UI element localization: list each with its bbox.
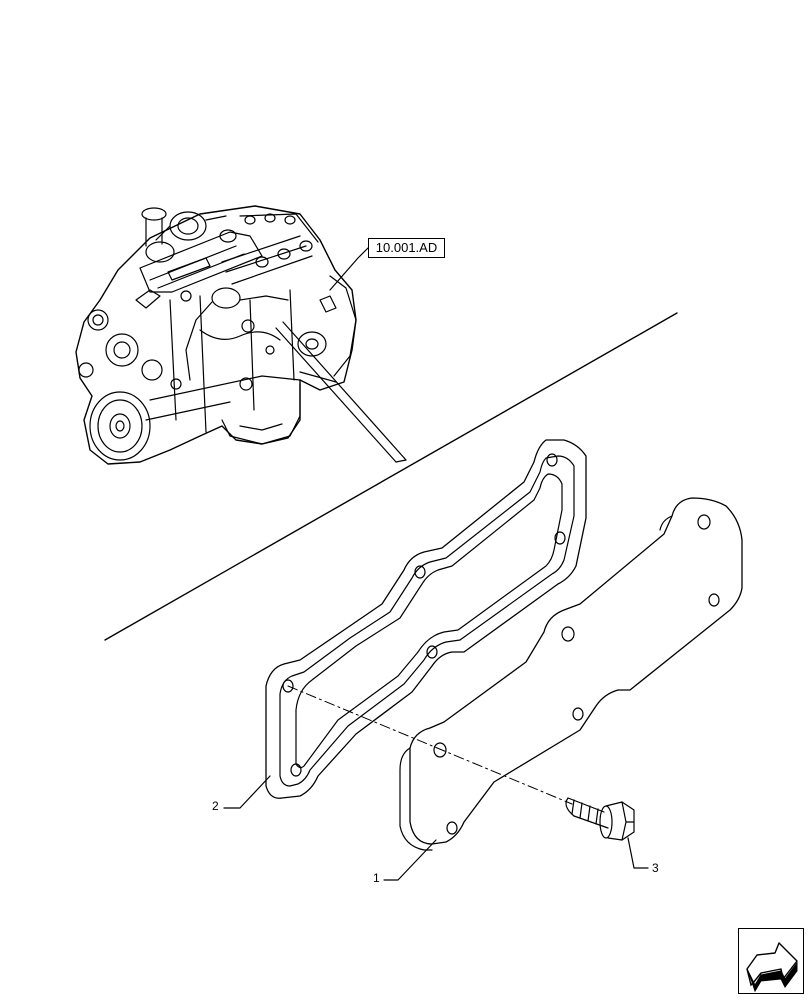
arrow-icon [746,942,798,993]
callout-number-3: 3 [652,861,659,875]
section-pointer [275,321,407,463]
bolt-part [565,797,635,841]
plate-part [399,497,743,851]
assembly-center-line [287,685,573,805]
callout-leader-2 [223,775,271,809]
next-page-arrow-icon[interactable] [738,928,804,994]
callout-number-1: 1 [373,871,380,885]
engine-illustration-icon [75,205,357,465]
gasket-part [265,439,587,799]
reference-label[interactable]: 10.001.AD [368,238,445,258]
callout-leader-3 [627,837,649,869]
callout-leader-1 [383,839,437,881]
callout-number-2: 2 [212,799,219,813]
reference-leader-line [329,247,369,291]
section-divider-line [104,312,678,641]
